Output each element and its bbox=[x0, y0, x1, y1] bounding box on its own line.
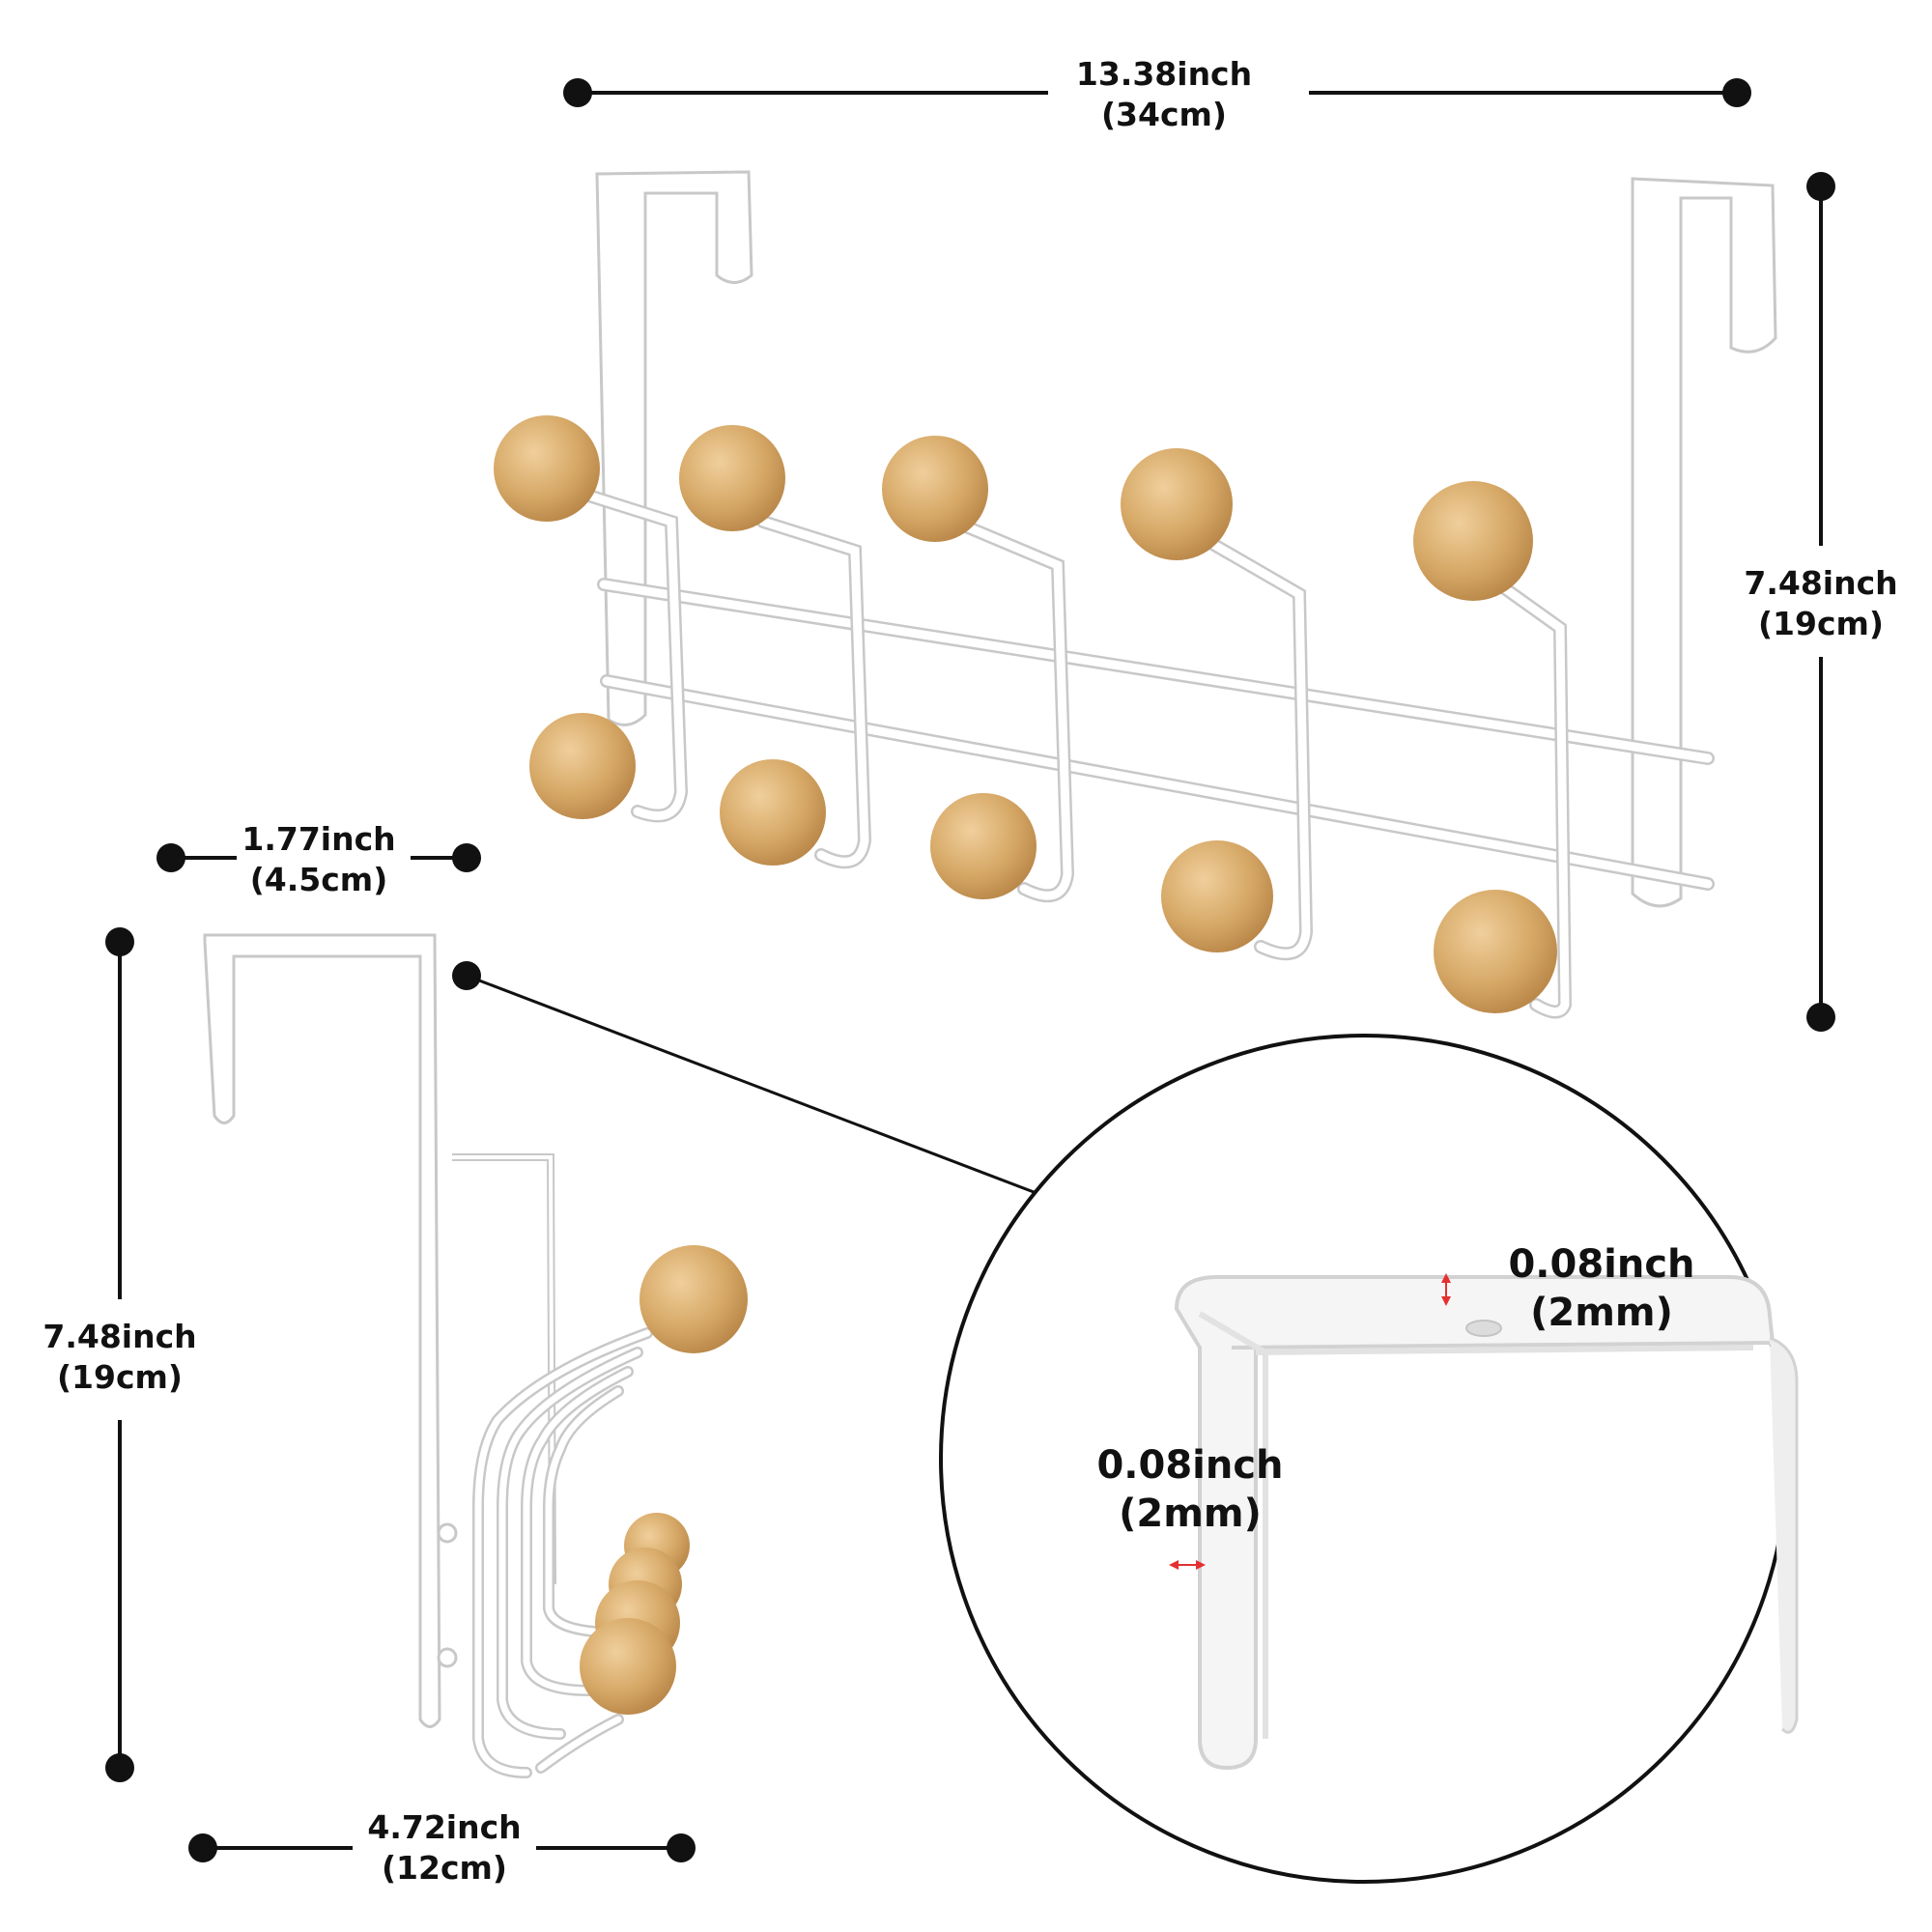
dimension-side-top-width: 1.77inch (4.5cm) bbox=[156, 820, 481, 898]
side-top-width-cm-label: (4.5cm) bbox=[250, 861, 388, 898]
side-view-rack bbox=[203, 933, 748, 1778]
wooden-knob-set-front bbox=[494, 415, 1557, 1013]
thickness-arrow-side bbox=[1169, 1560, 1206, 1570]
front-view-rack bbox=[494, 170, 1777, 1019]
dimension-side-bottom-width: 4.72inch (12cm) bbox=[188, 1808, 696, 1887]
right-height-inch-label: 7.48inch bbox=[1744, 564, 1897, 602]
wooden-knob bbox=[930, 793, 1037, 899]
dimension-side-height: 7.48inch (19cm) bbox=[43, 927, 197, 1782]
side-height-inch-label: 7.48inch bbox=[43, 1318, 196, 1355]
wooden-knob bbox=[529, 713, 636, 819]
wooden-knob bbox=[720, 759, 826, 866]
dimension-top-width: 13.38inch (34cm) bbox=[563, 55, 1751, 133]
wooden-knob-set-side bbox=[580, 1245, 748, 1715]
wooden-knob bbox=[1161, 840, 1273, 952]
wooden-knob bbox=[1121, 448, 1233, 560]
wooden-knob bbox=[882, 436, 988, 542]
detail-callout: 0.08inch (2mm) 0.08inch (2mm) bbox=[452, 961, 1799, 1884]
wooden-knob bbox=[639, 1245, 748, 1353]
detail-top-thickness-inch-label: 0.08inch bbox=[1508, 1242, 1694, 1287]
detail-side-thickness-mm-label: (2mm) bbox=[1119, 1492, 1262, 1536]
magnified-bracket bbox=[1174, 1275, 1776, 1771]
detail-top-thickness-mm-label: (2mm) bbox=[1530, 1291, 1673, 1335]
wooden-knob bbox=[494, 415, 600, 522]
side-top-width-inch-label: 1.77inch bbox=[242, 820, 395, 858]
wooden-knob bbox=[1413, 481, 1533, 601]
detail-magnifier-circle bbox=[939, 1034, 1789, 1884]
wooden-knob bbox=[679, 425, 785, 531]
side-bottom-width-inch-label: 4.72inch bbox=[367, 1808, 521, 1846]
thickness-arrow-top bbox=[1441, 1273, 1451, 1306]
side-height-cm-label: (19cm) bbox=[57, 1358, 183, 1396]
callout-leader-line bbox=[466, 974, 1075, 1209]
top-width-cm-label: (34cm) bbox=[1101, 96, 1227, 133]
wooden-knob bbox=[580, 1618, 676, 1715]
detail-side-thickness-inch-label: 0.08inch bbox=[1096, 1443, 1283, 1488]
top-width-inch-label: 13.38inch bbox=[1076, 55, 1252, 93]
dimension-right-height: 7.48inch (19cm) bbox=[1744, 172, 1898, 1032]
side-bottom-width-cm-label: (12cm) bbox=[382, 1849, 507, 1887]
wooden-knob bbox=[1434, 890, 1557, 1013]
right-height-cm-label: (19cm) bbox=[1758, 605, 1884, 642]
screw-hole bbox=[1465, 1320, 1502, 1337]
